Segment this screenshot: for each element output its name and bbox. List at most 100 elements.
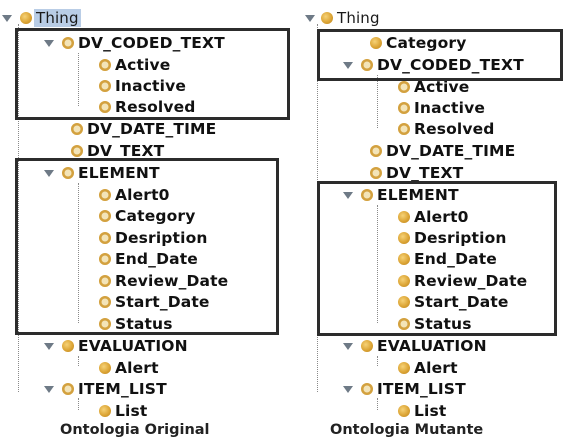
defined-class-ring-icon [99,318,111,330]
tree-node-category[interactable]: Category [99,205,195,227]
tree-node-status[interactable]: Status [398,313,472,335]
tree-node-label: EVALUATION [377,337,487,355]
defined-class-ring-icon [398,81,410,93]
tree-node-label: List [115,402,148,420]
defined-class-ring-icon [99,80,111,92]
tree-node-label: ELEMENT [377,186,459,204]
tree-node-dv-coded-text[interactable]: DV_CODED_TEXT [343,54,524,76]
tree-node-resolved[interactable]: Resolved [398,118,495,140]
tree-node-evaluation[interactable]: EVALUATION [44,335,188,357]
tree-node-label: Category [115,207,196,225]
tree-node-label: ELEMENT [78,164,160,182]
tree-node-label: Desription [115,229,208,247]
expand-arrow-icon[interactable] [343,191,353,199]
highlight-box-coded-text [317,29,563,81]
tree-node-desription[interactable]: Desription [99,227,208,249]
tree-node-label: Resolved [115,98,196,116]
tree-node-label: Review_Date [414,272,528,290]
defined-class-ring-icon [99,210,111,222]
tree-node-label: DV_TEXT [386,164,464,182]
tree-node-alert0[interactable]: Alert0 [99,184,170,206]
tree-node-alert0[interactable]: Alert0 [398,206,469,228]
tree-node-status[interactable]: Status [99,313,173,335]
defined-class-ring-icon [99,296,111,308]
tree-node-dv-date-time[interactable]: DV_DATE_TIME [370,140,515,162]
tree-node-label: Alert0 [115,186,170,204]
tree-line [78,356,79,366]
tree-node-review-date[interactable]: Review_Date [99,270,228,292]
tree-node-dv-text[interactable]: DV_TEXT [71,140,164,162]
tree-node-dv-date-time[interactable]: DV_DATE_TIME [71,118,216,140]
tree-node-start-date[interactable]: Start_Date [99,291,210,313]
tree-node-thing[interactable]: Thing [2,7,81,29]
tree-node-list[interactable]: List [99,400,147,422]
class-bullet-icon [398,232,410,244]
expand-arrow-icon[interactable] [343,342,353,350]
class-bullet-icon [99,405,111,417]
tree-node-label: End_Date [414,250,497,268]
tree-node-label: Review_Date [115,272,229,290]
tree-node-label: DV_DATE_TIME [87,120,217,138]
tree-line [78,183,79,323]
class-bullet-icon [321,12,333,24]
class-bullet-icon [370,37,382,49]
tree-node-evaluation[interactable]: EVALUATION [343,335,487,357]
defined-class-ring-icon [398,102,410,114]
tree-node-label: Category [386,34,467,52]
tree-node-label: EVALUATION [78,337,188,355]
highlight-box-coded-text [15,28,290,120]
defined-class-ring-icon [62,383,74,395]
tree-node-end-date[interactable]: End_Date [398,248,497,270]
tree-node-dv-coded-text[interactable]: DV_CODED_TEXT [44,32,225,54]
tree-node-item-list[interactable]: ITEM_LIST [343,378,466,400]
defined-class-ring-icon [99,59,111,71]
class-bullet-icon [398,253,410,265]
expand-arrow-icon[interactable] [2,14,12,22]
tree-node-start-date[interactable]: Start_Date [398,291,509,313]
tree-node-inactive[interactable]: Inactive [398,97,485,119]
tree-line [377,356,378,366]
tree-node-label: ITEM_LIST [78,380,167,398]
tree-line [78,398,79,410]
ontology-tree-original: Thing DV_CODED_TEXT Active Inactive Reso… [2,7,290,438]
expand-arrow-icon[interactable] [343,385,353,393]
tree-node-resolved[interactable]: Resolved [99,96,196,118]
tree-node-list[interactable]: List [398,400,446,422]
defined-class-ring-icon [370,145,382,157]
defined-class-ring-icon [398,123,410,135]
expand-arrow-icon[interactable] [343,61,353,69]
class-bullet-icon [398,362,410,374]
tree-node-thing[interactable]: Thing [305,7,380,29]
tree-node-label: Inactive [414,99,485,117]
expand-arrow-icon[interactable] [305,14,315,22]
expand-arrow-icon[interactable] [44,385,54,393]
tree-node-label: Start_Date [115,293,210,311]
defined-class-ring-icon [62,37,74,49]
tree-node-inactive[interactable]: Inactive [99,75,186,97]
defined-class-ring-icon [99,101,111,113]
expand-arrow-icon[interactable] [44,169,54,177]
class-bullet-icon [398,275,410,287]
caption-mutant: Ontologia Mutante [330,422,484,438]
tree-node-item-list[interactable]: ITEM_LIST [44,378,167,400]
tree-node-alert[interactable]: Alert [398,357,458,379]
tree-node-desription[interactable]: Desription [398,227,507,249]
tree-node-dv-text[interactable]: DV_TEXT [370,162,463,184]
tree-node-element[interactable]: ELEMENT [44,162,160,184]
tree-node-label: Active [115,56,171,74]
tree-node-category[interactable]: Category [370,32,466,54]
tree-node-label: Alert [414,359,458,377]
tree-node-active[interactable]: Active [99,54,170,76]
tree-line [377,75,378,128]
class-bullet-icon [398,296,410,308]
expand-arrow-icon[interactable] [44,342,54,350]
tree-node-label: DV_CODED_TEXT [78,34,225,52]
tree-node-label: DV_TEXT [87,142,165,160]
tree-node-label: End_Date [115,250,198,268]
tree-node-review-date[interactable]: Review_Date [398,270,527,292]
expand-arrow-icon[interactable] [44,39,54,47]
tree-node-end-date[interactable]: End_Date [99,248,198,270]
tree-node-element[interactable]: ELEMENT [343,184,459,206]
tree-node-alert[interactable]: Alert [99,357,159,379]
tree-node-active[interactable]: Active [398,76,469,98]
